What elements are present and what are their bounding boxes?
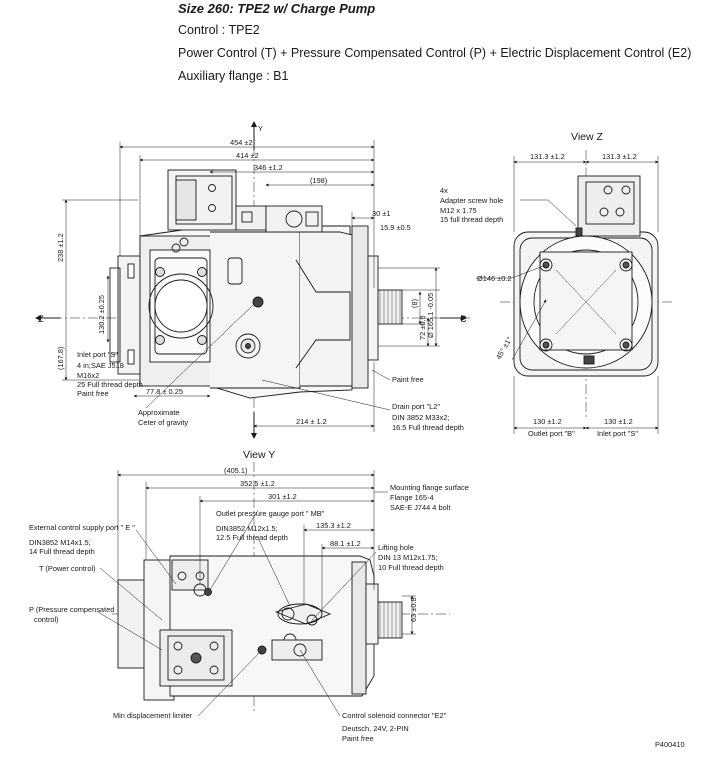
drain-port-spec-2: 16.5 Full thread depth xyxy=(392,423,464,432)
dim-63: 63 ±0.8 xyxy=(409,597,418,622)
drawing-code: P400410 xyxy=(655,740,685,749)
side-view-dimensions xyxy=(62,140,440,432)
inlet-port-s-spec-3: 25 Full thread depth xyxy=(77,380,143,389)
adapter-label: Adapter screw hole xyxy=(440,196,503,205)
ext-port-spec-2: 14 Full thread depth xyxy=(29,547,95,556)
inlet-port-s-front-label: Inlet port "S" xyxy=(597,429,638,438)
inlet-port-s-spec-4: Paint free xyxy=(77,389,109,398)
adapter-count: 4x xyxy=(440,186,448,195)
dim-135-3: 135.3 ±1.2 xyxy=(316,521,351,530)
dim-238: 238 ±1.2 xyxy=(56,233,65,262)
t-control-label: T (Power control) xyxy=(39,564,96,573)
drain-port-label: Drain port "L2" xyxy=(392,402,440,411)
paint-free-label: Paint free xyxy=(392,375,424,384)
solenoid-connector-label: Control solenoid connector "E2" xyxy=(342,711,447,720)
dim-30: 30 ±1 xyxy=(372,209,390,218)
mb-port-label: Outlet pressure gauge port " MB" xyxy=(216,509,325,518)
dim-301: 301 ±1.2 xyxy=(268,492,297,501)
adapter-thread: M12 x 1.75 xyxy=(440,206,477,215)
ext-port-label: External control supply port " E " xyxy=(29,523,135,532)
side-view-text: Y Z C 454 ±2 414 ±2 346 ±1.2 (198) 30 ±1… xyxy=(38,124,467,432)
axis-z: Z xyxy=(38,314,44,324)
view-z-text: 131.3 ±1.2 131.3 ±1.2 4x Adapter screw h… xyxy=(440,152,638,438)
control-type: Control : TPE2 xyxy=(178,23,260,37)
lifting-hole-spec-2: 10 Full thread depth xyxy=(378,563,444,572)
mb-port-spec-1: DIN3852 M12x1.5; xyxy=(216,524,278,533)
inlet-port-s-spec-1: 4 in;SAE J518 xyxy=(77,361,124,370)
dim-88-1: 88.1 ±1.2 xyxy=(330,539,361,548)
dim-130-right: 130 ±1.2 xyxy=(604,417,633,426)
axis-y-top: Y xyxy=(258,124,263,133)
view-y-text: (405.1) 352.5 ±1.2 301 ±1.2 135.3 ±1.2 8… xyxy=(29,466,685,749)
inlet-port-s-spec-2: M16x2 xyxy=(77,371,99,380)
drain-port-spec-1: DIN 3852 M33x2; xyxy=(392,413,450,422)
dim-146: Ø146 ±0.2 xyxy=(477,274,511,283)
axis-c: C xyxy=(460,314,467,324)
cog-label-2: Ceter of gravity xyxy=(138,418,188,427)
dim-352-5: 352.5 ±1.2 xyxy=(240,479,275,488)
view-z xyxy=(500,150,672,420)
view-y xyxy=(117,555,403,701)
control-description: Power Control (T) + Pressure Compensated… xyxy=(178,46,692,60)
lifting-hole-label: Lifting hole xyxy=(378,543,414,552)
lifting-hole-spec-1: DIN 13 M12x1.75; xyxy=(378,553,438,562)
dim-72: 72 ±0.8 xyxy=(418,315,427,340)
dim-167-8: (167.8) xyxy=(56,347,65,370)
drawing-title: Size 260: TPE2 w/ Charge Pump xyxy=(178,1,376,16)
inlet-port-s-label: Inlet port "S" xyxy=(77,350,118,359)
ext-port-spec-1: DIN3852 M14x1.5; xyxy=(29,538,91,547)
p-control-label-1: P (Pressure compensated xyxy=(29,605,114,614)
outlet-port-b-label: Outlet port "B" xyxy=(528,429,575,438)
p-control-label-2: control) xyxy=(34,615,59,624)
dim-131-3-left: 131.3 ±1.2 xyxy=(530,152,565,161)
cog-label-1: Approximate xyxy=(138,408,180,417)
dim-130-left: 130 ±1.2 xyxy=(533,417,562,426)
solenoid-connector-spec-1: Deutsch, 24V, 2-PIN xyxy=(342,724,409,733)
solenoid-connector-spec-2: Paint free xyxy=(342,734,374,743)
mount-flange-spec-2: SAE-E J744 4 bolt xyxy=(390,503,450,512)
side-view xyxy=(35,121,470,439)
dim-130-2: 130.2 ±0.25 xyxy=(97,295,106,334)
dim-198: (198) xyxy=(310,176,327,185)
dim-8: (8) xyxy=(410,299,419,308)
dim-346: 346 ±1.2 xyxy=(254,163,283,172)
view-z-dimensions xyxy=(476,156,659,434)
mb-port-spec-2: 12.5 Full thread depth xyxy=(216,533,288,542)
min-displacement-limiter-label: Min displacement limiter xyxy=(113,711,193,720)
view-y-dimensions xyxy=(97,470,416,717)
dim-414: 414 ±2 xyxy=(236,151,259,160)
dim-131-3-right: 131.3 ±1.2 xyxy=(602,152,637,161)
mount-flange-label: Mounting flange surface xyxy=(390,483,469,492)
dim-405: (405.1) xyxy=(224,466,247,475)
auxiliary-flange: Auxiliary flange : B1 xyxy=(178,69,289,83)
dim-165: Ø 165.1 -0.05 xyxy=(426,293,435,338)
dim-77-8: 77.8 ± 0.25 xyxy=(146,387,183,396)
dim-45-deg: 45° ±1° xyxy=(494,335,514,361)
view-z-title: View Z xyxy=(571,131,603,143)
dim-454: 454 ±2 xyxy=(230,138,253,147)
adapter-depth: 15 full thread depth xyxy=(440,215,503,224)
view-y-title: View Y xyxy=(243,449,275,461)
mount-flange-spec-1: Flange 165-4 xyxy=(390,493,434,502)
dim-214: 214 ± 1.2 xyxy=(296,417,327,426)
dim-15-9: 15.9 ±0.5 xyxy=(380,223,411,232)
